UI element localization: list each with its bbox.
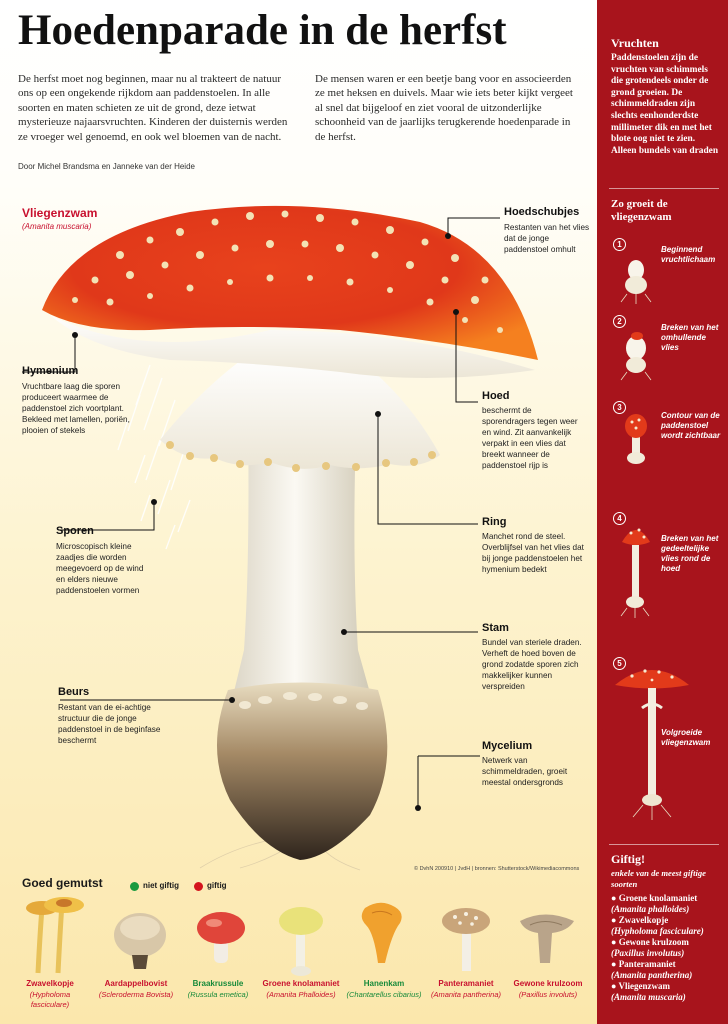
mushroom-name: Panteramaniet bbox=[438, 979, 494, 988]
step-number: 3 bbox=[613, 401, 626, 414]
label-hymenium-body: Vruchtbare laag die sporen produceert wa… bbox=[22, 382, 130, 435]
legend-toxic-label: giftig bbox=[207, 881, 227, 890]
step-number: 5 bbox=[613, 657, 626, 670]
step-number: 4 bbox=[613, 512, 626, 525]
page-title: Hoedenparade in de herfst bbox=[18, 7, 507, 54]
toxic-species-item: ● Panteramaniet(Amanita pantherina) bbox=[611, 959, 723, 981]
byline: Door Michel Brandsma en Janneke van der … bbox=[18, 162, 195, 171]
toxic-species-scientific: (Amanita muscaria) bbox=[611, 992, 686, 1002]
label-mycelium-body: Netwerk van schimmeldraden, groeit meest… bbox=[482, 756, 568, 787]
toxic-species-scientific: (Amanita phalloides) bbox=[611, 904, 690, 914]
intro-left-column: De herfst moet nog beginnen, maar nu al … bbox=[18, 73, 288, 143]
label-stam-body: Bundel van steriele draden. Verheft de h… bbox=[482, 638, 582, 691]
toxic-species-name: Groene knolamaniet bbox=[618, 893, 698, 903]
toxic-species-item: ● Groene knolamaniet(Amanita phalloides) bbox=[611, 893, 723, 915]
label-hymenium-title: Hymenium bbox=[22, 365, 79, 377]
cap-shape bbox=[42, 205, 538, 360]
label-sporen-body: Microscopisch kleine zaadjes die worden … bbox=[56, 542, 144, 595]
thumb-gewone-krulzoom bbox=[520, 914, 574, 963]
mushroom-name: Braakrussule bbox=[192, 979, 244, 988]
goed-gemutst-title: Goed gemutst bbox=[22, 876, 103, 890]
label-mycelium-title: Mycelium bbox=[482, 740, 533, 752]
label-beurs-title: Beurs bbox=[58, 686, 90, 698]
mushroom-name: Zwavelkopje bbox=[26, 979, 74, 988]
sidebar-divider bbox=[609, 188, 719, 189]
step-caption: Volgroeide vliegenzwam bbox=[661, 728, 711, 747]
label-hoed-title: Hoed bbox=[482, 390, 510, 402]
mushroom-scientific: (Amanita pantherina) bbox=[430, 990, 502, 999]
legend-safe-dot bbox=[130, 882, 139, 891]
ring-skirt bbox=[160, 355, 440, 469]
mushroom-scientific: (Paxillus involuts) bbox=[518, 990, 578, 999]
volva-base bbox=[216, 682, 388, 860]
label-beurs-body: Restant van de ei-achtige structuur die … bbox=[58, 703, 161, 745]
spore-streaks bbox=[117, 364, 191, 550]
sidebar-vruchten-title: Vruchten bbox=[611, 36, 659, 50]
sidebar-divider bbox=[609, 844, 719, 845]
sidebar-vruchten-text: Paddenstoelen zijn de vruchten van schim… bbox=[611, 53, 719, 156]
intro-right-column: De mensen waren er een beetje bang voor … bbox=[315, 73, 573, 143]
main-species-scientific: (Amanita muscaria) bbox=[22, 222, 92, 231]
leader-lines bbox=[22, 217, 500, 808]
legend-toxic-dot bbox=[194, 882, 203, 891]
step-caption: Breken van het gedeeltelijke vlies rond … bbox=[661, 534, 719, 573]
thumb-groene-knolamaniet bbox=[279, 907, 323, 976]
toxic-species-scientific: (Amanita pantherina) bbox=[611, 970, 693, 980]
toxic-species-name: Panteramaniet bbox=[618, 959, 676, 969]
mushroom-thumbnails bbox=[26, 897, 574, 976]
thumb-panteramaniet bbox=[442, 908, 490, 971]
image-credit: © DvhN 200910 | JvdH | bronnen: Shutters… bbox=[414, 866, 580, 872]
step-caption: Contour van de paddenstoel wordt zichtba… bbox=[661, 411, 721, 440]
main-species-name: Vliegenzwam bbox=[22, 206, 98, 220]
step-number: 1 bbox=[613, 238, 626, 251]
cap-warts bbox=[72, 210, 503, 333]
toxic-species-list: ● Groene knolamaniet(Amanita phalloides)… bbox=[611, 893, 723, 1003]
legend-safe-label: niet giftig bbox=[143, 881, 179, 890]
sidebar-giftig-subtitle: enkele van de meest giftige soorten bbox=[611, 868, 706, 889]
gills-underside bbox=[50, 315, 535, 379]
thumb-aardappelbovist bbox=[114, 913, 166, 969]
goed-gemutst-section bbox=[0, 873, 597, 1024]
mushroom-scientific: (Chantarellus cibarius) bbox=[346, 990, 422, 999]
thumb-zwavelkopje bbox=[26, 897, 84, 974]
mushroom-name: Groene knolamaniet bbox=[262, 979, 340, 988]
label-hoedschubjes-body: Restanten van het vlies dat de jonge pad… bbox=[504, 223, 590, 254]
toxic-species-name: Vliegenzwam bbox=[618, 981, 671, 991]
sidebar-steps-title: Zo groeit de vliegenzwam bbox=[611, 198, 672, 223]
mushroom-name: Hanenkam bbox=[363, 979, 405, 988]
toxic-species-scientific: (Paxillus involutus) bbox=[611, 948, 685, 958]
step-caption: Breken van het omhullende vlies bbox=[661, 323, 719, 352]
thumb-hanenkam bbox=[361, 902, 402, 963]
mushroom-name: Aardappelbovist bbox=[104, 979, 168, 988]
label-stam-title: Stam bbox=[482, 622, 509, 634]
toxic-species-scientific: (Hypholoma fasciculare) bbox=[611, 926, 704, 936]
label-ring-body: Manchet rond de steel. Overblijfsel van … bbox=[482, 532, 584, 574]
thumb-braakrussule bbox=[197, 912, 245, 963]
mushroom-scientific: (Amanita Phalloides) bbox=[266, 990, 336, 999]
growth-stages-illustration bbox=[615, 260, 689, 820]
stem-shape bbox=[232, 420, 372, 700]
toxic-species-item: ● Gewone krulzoom(Paxillus involutus) bbox=[611, 937, 723, 959]
label-sporen-title: Sporen bbox=[56, 525, 94, 537]
mushroom-scientific: (Hypholoma fasciculare) bbox=[29, 990, 71, 1009]
sidebar-giftig-title: Giftig! bbox=[611, 852, 645, 866]
toxic-species-item: ● Zwavelkopje(Hypholoma fasciculare) bbox=[611, 915, 723, 937]
toxic-species-item: ● Vliegenzwam(Amanita muscaria) bbox=[611, 981, 723, 1003]
label-hoed-body: beschermt de sporendragers tegen weer en… bbox=[482, 406, 578, 470]
toxic-species-name: Zwavelkopje bbox=[618, 915, 669, 925]
fly-agaric-illustration bbox=[22, 205, 538, 871]
step-number: 2 bbox=[613, 315, 626, 328]
mushroom-scientific: (Scleroderma Bovista) bbox=[98, 990, 174, 999]
toxic-species-name: Gewone krulzoom bbox=[618, 937, 689, 947]
step-caption: Beginnend vruchtlichaam bbox=[661, 245, 716, 264]
mushroom-name: Gewone krulzoom bbox=[513, 979, 583, 988]
label-hoedschubjes-title: Hoedschubjes bbox=[504, 206, 580, 218]
mushroom-scientific: (Russula emetica) bbox=[187, 990, 249, 999]
label-ring-title: Ring bbox=[482, 516, 507, 528]
